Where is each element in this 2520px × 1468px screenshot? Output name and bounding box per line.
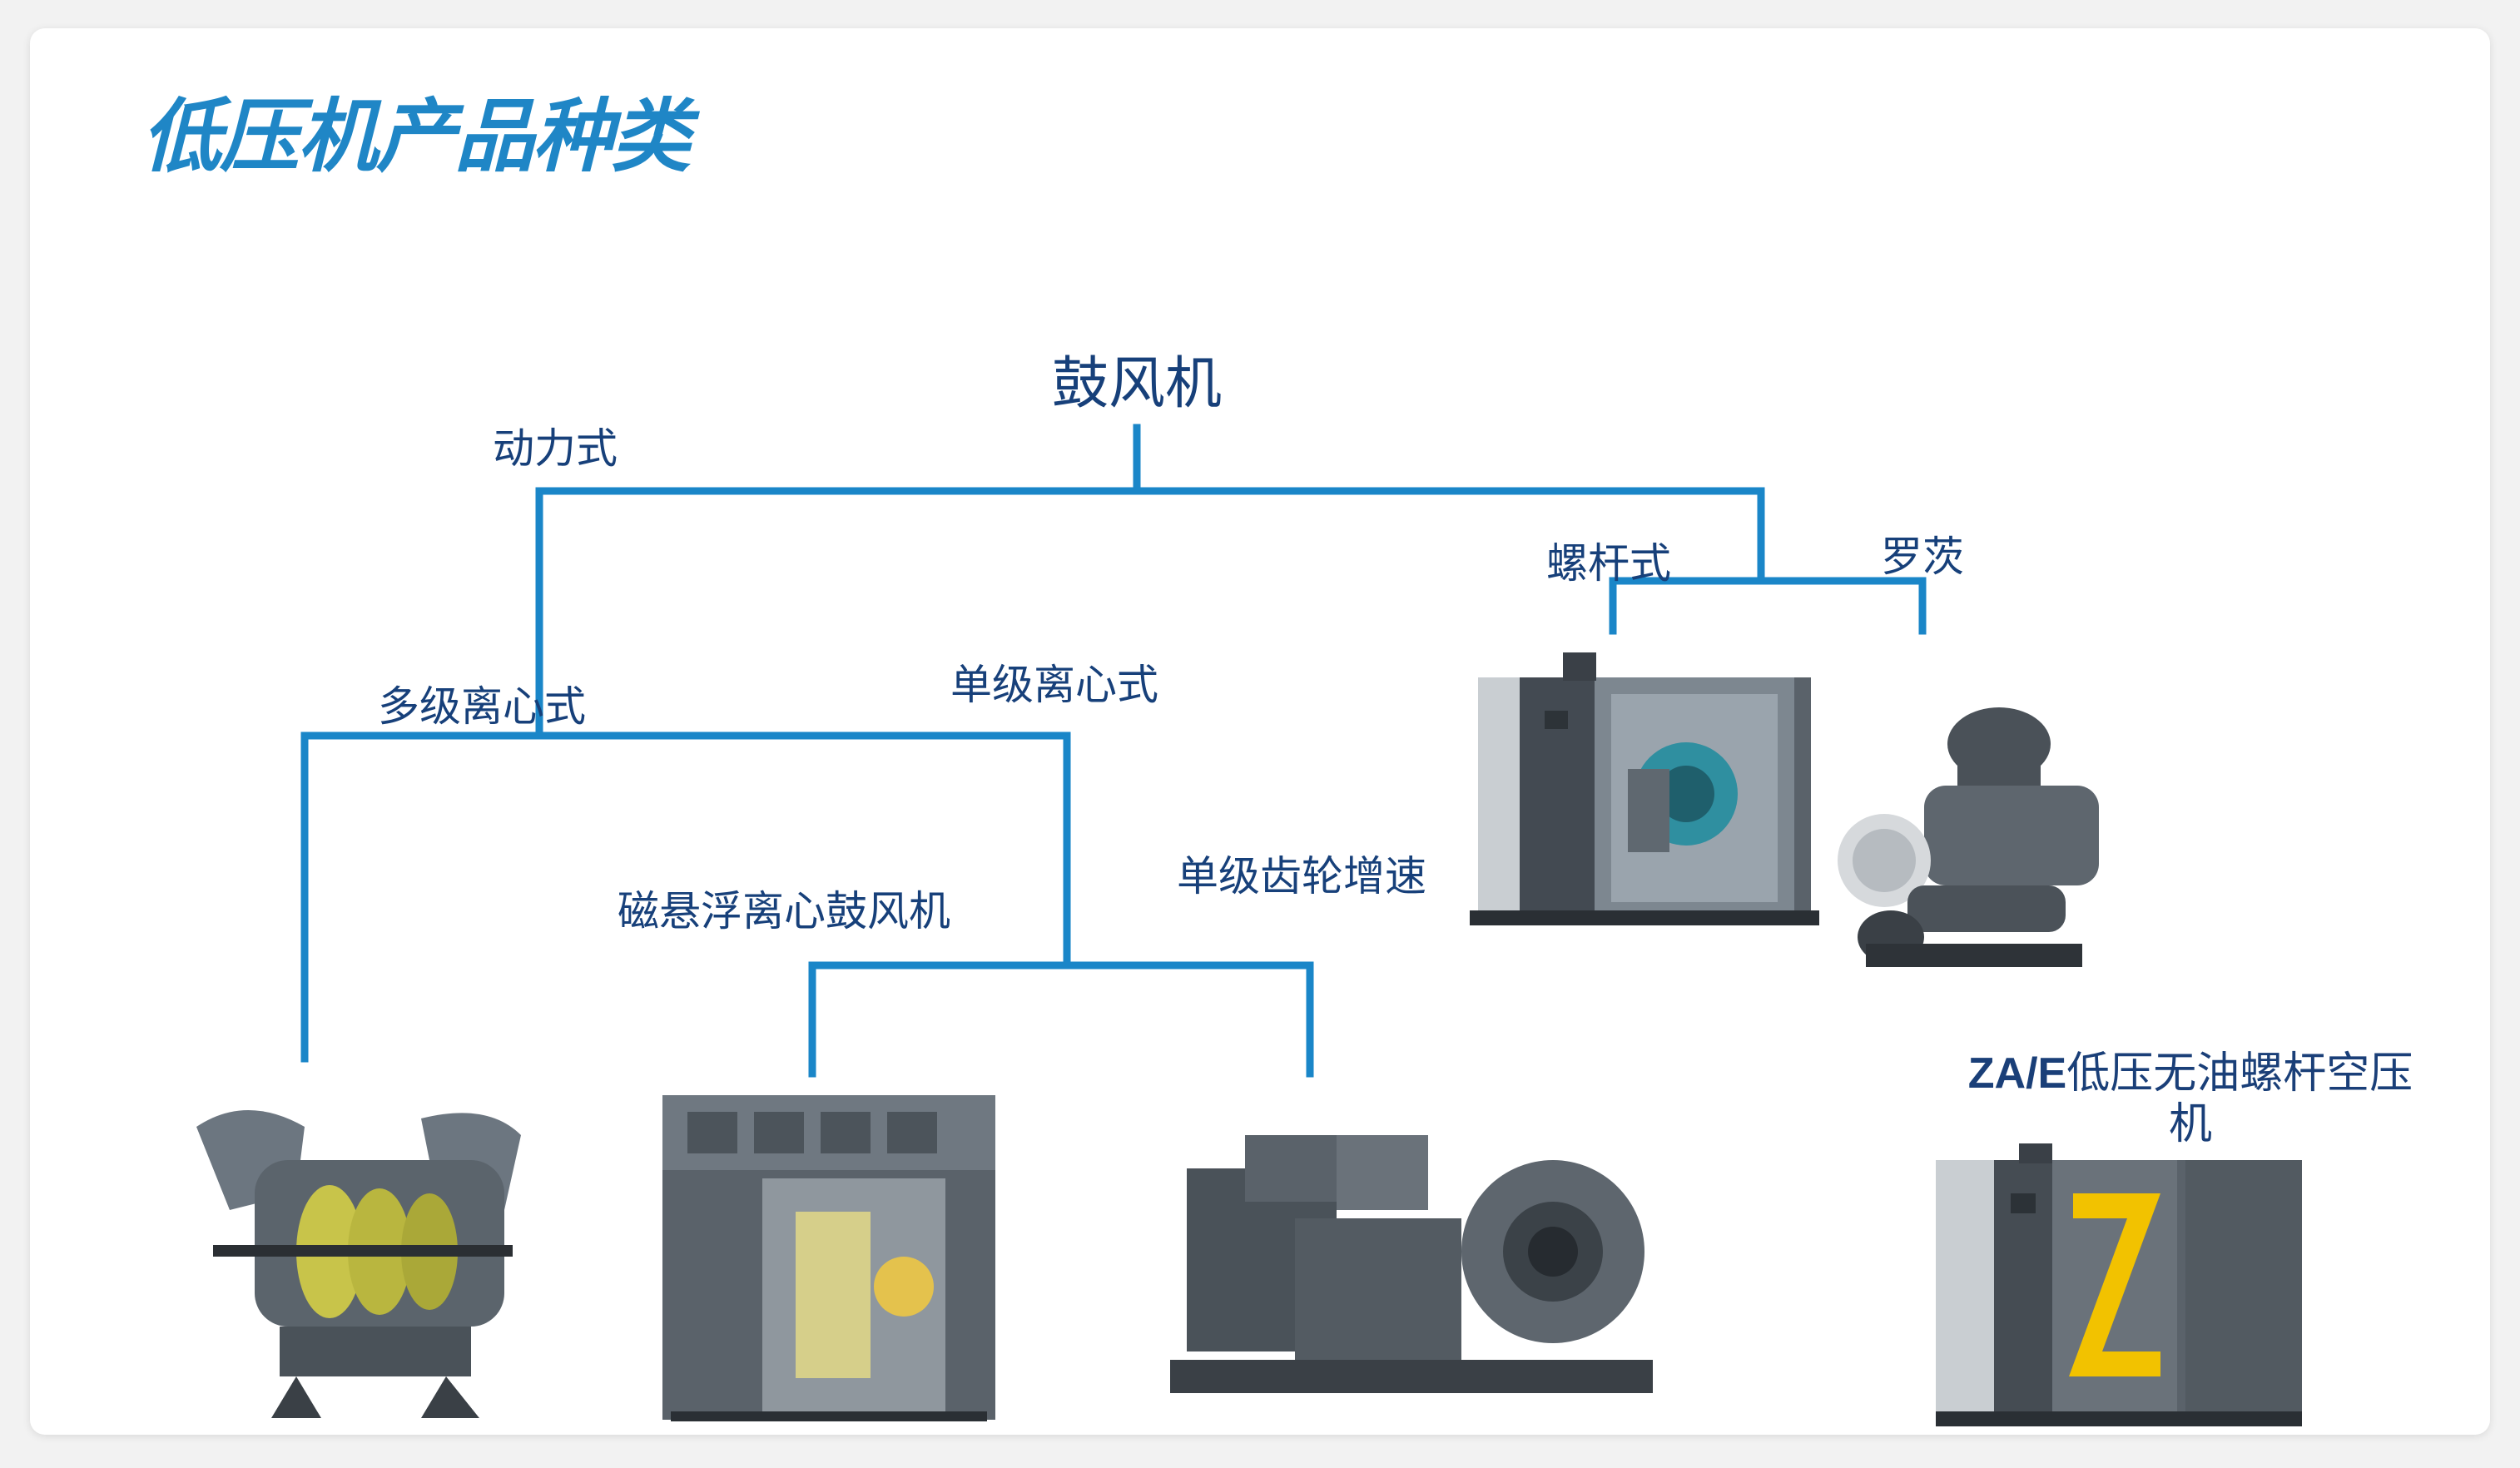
product-label-za-e: ZA/E低压无油螺杆空压 机 bbox=[1941, 1049, 2440, 1151]
node-singlestage-centrifugal: 单级离心式 bbox=[950, 661, 1158, 709]
slide: 低压机产品种类 鼓风机 动力式 螺杆式 罗茨 多级离心式 单级离心式 磁悬浮离心… bbox=[30, 28, 2490, 1435]
node-blower: 鼓风机 bbox=[1052, 351, 1223, 417]
node-maglev-centrifugal-blower: 磁悬浮离心鼓风机 bbox=[618, 887, 950, 935]
screw-blower-image bbox=[1470, 652, 1819, 925]
slide-title: 低压机产品种类 bbox=[141, 90, 691, 183]
za-e-compressor-image bbox=[1936, 1143, 2302, 1426]
maglev-centrifugal-blower-image bbox=[662, 1095, 995, 1421]
node-roots: 罗茨 bbox=[1881, 533, 1964, 581]
roots-blower-image bbox=[1838, 707, 2099, 967]
node-multistage-centrifugal: 多级离心式 bbox=[378, 682, 586, 731]
product-name-line1: 低压无油螺杆空压 bbox=[2066, 1049, 2413, 1099]
product-brand: ZA/E bbox=[1967, 1049, 2067, 1098]
multistage-centrifugal-blower-image bbox=[196, 1110, 521, 1418]
node-single-stage-gear: 单级齿轮增速 bbox=[1177, 852, 1426, 900]
product-name-line2: 机 bbox=[2168, 1099, 2212, 1150]
node-screw: 螺杆式 bbox=[1546, 539, 1671, 588]
node-dynamic: 动力式 bbox=[493, 424, 618, 473]
tree-connectors bbox=[300, 424, 1927, 1078]
single-stage-gear-blower-image bbox=[1170, 1135, 1653, 1393]
